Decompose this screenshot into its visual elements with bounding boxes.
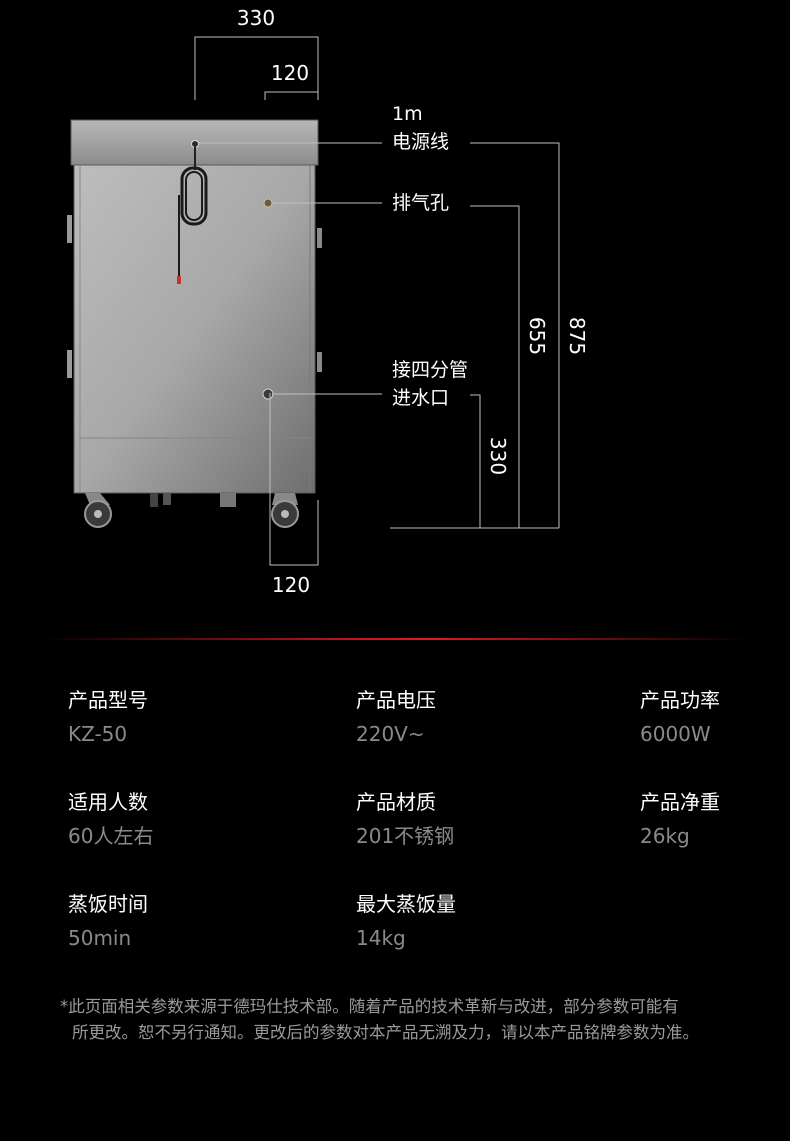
disclaimer-line1: *此页面相关参数来源于德玛仕技术部。随着产品的技术革新与改进，部分参数可能有	[60, 997, 679, 1016]
inlet-label-line2: 进水口	[392, 387, 450, 409]
power-cord-label: 电源线	[392, 131, 450, 153]
product-dimension-diagram: 330 120 120 875 655 330	[67, 6, 589, 597]
caster-wheel-right	[271, 493, 299, 528]
dim-height-total: 875	[565, 317, 589, 355]
spec-label: 最大蒸饭量	[356, 892, 456, 916]
disclaimer-line2: 所更改。恕不另行通知。更改后的参数对本产品无溯及力，请以本产品铭牌参数为准。	[72, 1023, 699, 1042]
spec-steam-time: 蒸饭时间 50min	[68, 890, 148, 952]
spec-value: 26kg	[640, 824, 690, 848]
spec-label: 产品功率	[640, 688, 720, 712]
spec-model: 产品型号 KZ-50	[68, 686, 148, 748]
callout-power-cord: 1m 电源线	[392, 100, 449, 156]
spec-capacity-people: 适用人数 60人左右	[68, 788, 153, 850]
dim-height-vent: 655	[525, 317, 549, 355]
spec-label: 产品型号	[68, 688, 148, 712]
spec-material: 产品材质 201不锈钢	[356, 788, 454, 850]
spec-label: 适用人数	[68, 790, 148, 814]
spec-power: 产品功率 6000W	[640, 686, 720, 748]
spec-label: 产品材质	[356, 790, 436, 814]
dim-bottom-offset: 120	[272, 573, 310, 597]
power-cord-length: 1m	[392, 103, 423, 125]
spec-label: 产品电压	[356, 688, 436, 712]
spec-value: 60人左右	[68, 824, 154, 848]
dim-top-offset: 120	[271, 61, 309, 85]
dim-top-width: 330	[237, 6, 275, 30]
callout-vent: 排气孔	[392, 189, 449, 217]
section-divider	[40, 638, 750, 640]
steamer-cabinet	[67, 119, 322, 528]
inlet-label-line1: 接四分管	[392, 359, 469, 381]
spec-value: 201不锈钢	[356, 824, 455, 848]
spec-value: 6000W	[640, 722, 711, 746]
spec-net-weight: 产品净重 26kg	[640, 788, 720, 850]
caster-wheel-left	[84, 493, 112, 528]
disclaimer-note: *此页面相关参数来源于德玛仕技术部。随着产品的技术革新与改进，部分参数可能有 所…	[60, 994, 750, 1046]
spec-max-rice: 最大蒸饭量 14kg	[356, 890, 456, 952]
spec-value: 50min	[68, 926, 132, 950]
dim-height-inlet: 330	[486, 437, 510, 475]
vent-label: 排气孔	[392, 192, 450, 214]
dimension-lines	[194, 36, 560, 566]
spec-value: KZ-50	[68, 722, 128, 746]
spec-label: 产品净重	[640, 790, 720, 814]
spec-value: 220V~	[356, 722, 425, 746]
callout-water-inlet: 接四分管 进水口	[392, 356, 468, 412]
spec-value: 14kg	[356, 926, 406, 950]
spec-voltage: 产品电压 220V~	[356, 686, 436, 748]
spec-label: 蒸饭时间	[68, 892, 148, 916]
